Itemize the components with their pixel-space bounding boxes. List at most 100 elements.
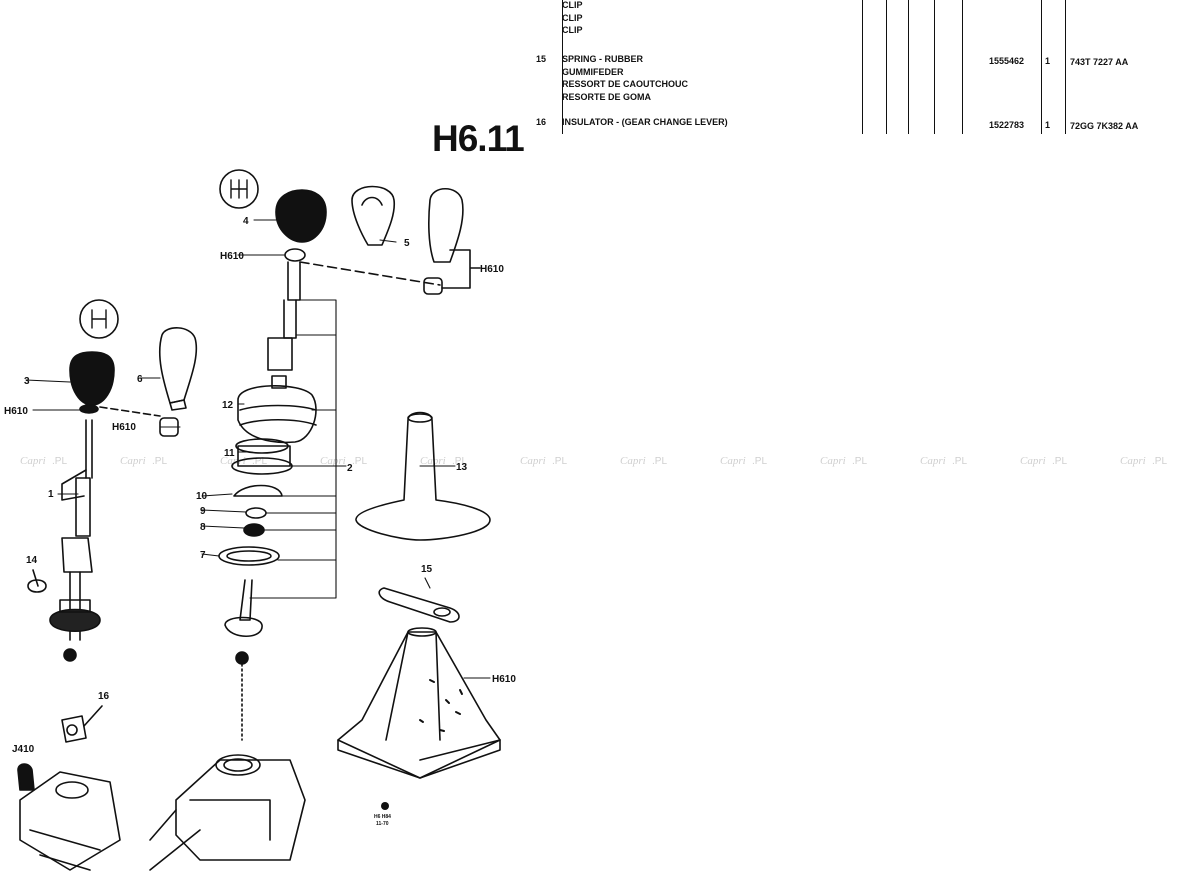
description-line: INSULATOR - (GEAR CHANGE LEVER) <box>562 117 728 127</box>
callout-1: 1 <box>48 489 54 500</box>
knob-6-alt <box>428 187 464 263</box>
watermark-text: Capri <box>20 455 46 467</box>
callout-14: 14 <box>26 555 38 566</box>
cup-10 <box>233 484 283 497</box>
callout-12: 12 <box>222 400 234 411</box>
description-line: RESSORT DE CAOUTCHOUC <box>562 79 689 89</box>
ref-h610: H610 <box>220 251 244 262</box>
parts-table: CLIP CLIP CLIP 15 SPRING - RUBBER GUMMIF… <box>520 0 1160 134</box>
watermark-text: Capri <box>720 455 746 467</box>
quantity: 1 <box>1045 56 1051 66</box>
watermark-text: .PL <box>352 456 367 467</box>
watermark-text: Capri <box>220 455 246 467</box>
insulator-16 <box>61 705 103 743</box>
description-line: CLIP <box>562 0 583 10</box>
rubber-boot-13 <box>355 411 491 541</box>
callout-4: 4 <box>243 216 249 227</box>
knob-4 <box>275 189 327 243</box>
callout-9: 9 <box>200 506 206 517</box>
watermark-text: .PL <box>852 456 867 467</box>
callout-15: 15 <box>421 564 433 575</box>
callout-labels: 1 2 3 4 5 6 7 8 9 10 11 12 13 14 15 16 H… <box>4 216 516 755</box>
stamp-line: H6 H84 <box>374 814 391 820</box>
ref-j410: J410 <box>12 744 35 755</box>
watermark-text: .PL <box>552 456 567 467</box>
ref-h610: H610 <box>480 264 504 275</box>
four-speed-pattern-icon <box>79 299 119 339</box>
watermark-row: Capri .PL Capri .PL Capri .PL Capri .PL Capr… <box>20 455 1167 467</box>
boot-12 <box>237 385 317 444</box>
callout-16: 16 <box>98 691 110 702</box>
watermark-text: .PL <box>252 456 267 467</box>
watermark-text: .PL <box>752 456 767 467</box>
description-line: CLIP <box>562 12 583 23</box>
description-line: GUMMIFEDER <box>562 66 624 77</box>
engineering-ref: 743T 7227 AA <box>1070 57 1129 67</box>
watermark-text: Capri <box>820 455 846 467</box>
watermark-text: Capri <box>420 455 446 467</box>
part-number: 1555462 <box>989 56 1025 66</box>
watermark-text: .PL <box>152 456 167 467</box>
gaiter-h610 <box>337 627 501 779</box>
page-title: H6.11 <box>432 118 525 159</box>
five-speed-pattern-icon <box>219 169 259 209</box>
table-rule <box>908 0 909 134</box>
washer-9 <box>245 507 267 519</box>
ref-h610: H610 <box>492 674 516 685</box>
ref-h610: H610 <box>4 406 28 417</box>
callout-2: 2 <box>347 463 353 474</box>
table-rule <box>562 0 563 134</box>
ref-h610: H610 <box>112 422 136 433</box>
knob-5 <box>351 185 396 246</box>
watermark-text: Capri <box>320 455 346 467</box>
callout-8: 8 <box>200 522 206 533</box>
left-gear-lever <box>27 327 198 662</box>
watermark-text: Capri <box>120 455 146 467</box>
drawing-stamp: H6 H84 11-70 <box>374 802 391 827</box>
table-rule <box>886 0 887 134</box>
callout-6: 6 <box>137 374 143 385</box>
watermark-text: .PL <box>452 456 467 467</box>
center-gear-lever <box>149 185 481 871</box>
callout-7: 7 <box>200 550 206 561</box>
watermark-text: .PL <box>1152 456 1167 467</box>
watermark-text: Capri <box>620 455 646 467</box>
watermark-text: .PL <box>1052 456 1067 467</box>
watermark-text: .PL <box>52 456 67 467</box>
watermark-text: Capri <box>1120 455 1146 467</box>
table-rule <box>862 0 863 134</box>
part-number: 1522783 <box>989 120 1025 130</box>
item-number: 15 <box>536 54 547 64</box>
table-rule <box>1041 0 1042 134</box>
item-description: INSULATOR - (GEAR CHANGE LEVER) <box>562 117 728 130</box>
watermark-text: .PL <box>652 456 667 467</box>
table-rule <box>962 0 963 134</box>
callout-13: 13 <box>456 462 468 473</box>
description-line: SPRING - RUBBER <box>562 54 644 64</box>
callout-3: 3 <box>24 376 30 387</box>
item-description: CLIP CLIP CLIP <box>562 0 583 38</box>
gasket-7 <box>218 546 280 566</box>
stamp-line: 11-70 <box>376 821 389 827</box>
knob-6 <box>158 327 198 404</box>
table-rule <box>1065 0 1066 134</box>
callout-10: 10 <box>196 491 208 502</box>
watermark-text: Capri <box>520 455 546 467</box>
watermark-text: Capri <box>920 455 946 467</box>
quantity: 1 <box>1045 120 1051 130</box>
watermark-text: Capri <box>1020 455 1046 467</box>
callout-11: 11 <box>224 448 235 459</box>
item-number: 16 <box>536 117 547 127</box>
watermark-text: .PL <box>952 456 967 467</box>
nut-8 <box>243 523 265 537</box>
knob-3 <box>69 351 115 406</box>
engineering-ref: 72GG 7K382 AA <box>1070 121 1139 131</box>
callout-5: 5 <box>404 238 410 249</box>
leader-lines <box>25 219 491 679</box>
spring-15 <box>378 587 460 623</box>
gearbox-top-j410 <box>17 763 121 871</box>
table-rule <box>934 0 935 134</box>
description-line: RESORTE DE GOMA <box>562 91 652 102</box>
item-description: SPRING - RUBBER GUMMIFEDER RESSORT DE CA… <box>562 54 688 104</box>
